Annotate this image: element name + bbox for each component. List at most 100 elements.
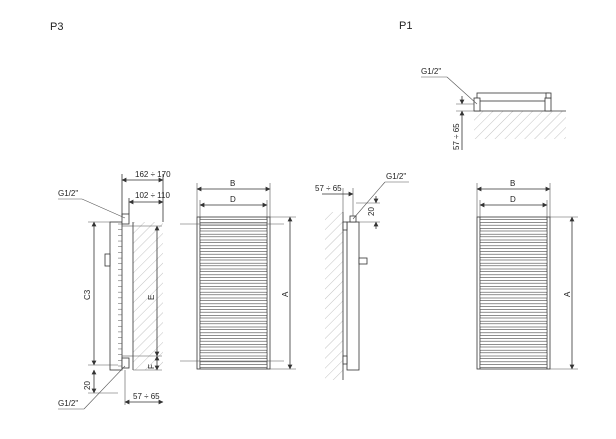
p1-dim-57-65: 57 ÷ 65 bbox=[452, 123, 461, 150]
front-left-tube bbox=[199, 317, 268, 322]
front-right-tube bbox=[479, 277, 548, 281]
front-right-tube bbox=[479, 271, 548, 276]
middle-dim-57-65: 57 ÷ 65 bbox=[315, 184, 342, 193]
front-left-tube bbox=[199, 311, 268, 316]
p3-g-top-label: G1/2" bbox=[58, 189, 78, 198]
front-right-tubes bbox=[479, 219, 548, 368]
front-left-tubes bbox=[199, 219, 268, 368]
middle-side-element bbox=[358, 257, 368, 265]
p3-side-element bbox=[104, 253, 111, 267]
middle-g-label: G1/2" bbox=[386, 172, 406, 181]
front-right-tube bbox=[479, 317, 548, 322]
front-left-dim-b: B bbox=[230, 179, 235, 188]
front-left-tube bbox=[199, 224, 268, 229]
p1-right-cap bbox=[545, 92, 552, 99]
p1-left-connection bbox=[473, 97, 481, 112]
front-left-tube bbox=[199, 253, 268, 258]
front-right-dim-a: A bbox=[563, 291, 572, 297]
front-right-tube bbox=[479, 300, 548, 305]
front-right-tube bbox=[479, 219, 548, 223]
front-left-tube bbox=[199, 364, 268, 368]
front-left-tube bbox=[199, 277, 268, 281]
front-right-tube bbox=[479, 224, 548, 229]
middle-top-bracket bbox=[342, 221, 348, 231]
p1-right-connection bbox=[544, 97, 552, 112]
front-left-tube bbox=[199, 282, 268, 287]
front-right-tube bbox=[479, 364, 548, 368]
p3-g-bottom-leader bbox=[83, 365, 126, 410]
front-right-tube bbox=[479, 236, 548, 241]
middle-side-view: 57 ÷ 65 G1/2" 20 bbox=[315, 172, 409, 380]
front-left-tube bbox=[199, 358, 268, 363]
p3-dim-20: 20 bbox=[83, 381, 92, 390]
front-left-tube bbox=[199, 294, 268, 299]
front-view-right: B D A bbox=[476, 179, 578, 370]
p3-g-bottom-label: G1/2" bbox=[58, 399, 78, 408]
front-left-tube bbox=[199, 265, 268, 270]
p3-radiator-profile bbox=[109, 221, 123, 371]
front-right-tube bbox=[479, 306, 548, 310]
front-right-tube bbox=[479, 294, 548, 299]
front-left-tube bbox=[199, 219, 268, 223]
p3-title: P3 bbox=[50, 21, 63, 33]
front-right-tube bbox=[479, 253, 548, 258]
p3-bottom-valve bbox=[121, 357, 130, 369]
front-right-tube bbox=[479, 335, 548, 339]
front-left-tube bbox=[199, 236, 268, 241]
p1-floor-hatch bbox=[474, 111, 566, 139]
front-right-dim-d: D bbox=[510, 195, 516, 204]
front-right-tube bbox=[479, 248, 548, 252]
front-left-tube bbox=[199, 340, 268, 345]
front-left-tube bbox=[199, 346, 268, 351]
p3-dim-102-110: 102 ÷ 110 bbox=[135, 191, 170, 200]
front-right-tube bbox=[479, 282, 548, 287]
front-right-tube bbox=[479, 340, 548, 345]
front-view-left: B D A bbox=[180, 179, 296, 370]
p1-title: P1 bbox=[399, 20, 412, 32]
front-right-tube bbox=[479, 358, 548, 363]
p1-view: P1 G1/2" 57 ÷ 65 bbox=[399, 20, 566, 150]
front-left-tube bbox=[199, 242, 268, 247]
front-right-dim-b: B bbox=[510, 179, 515, 188]
front-left-tube bbox=[199, 352, 268, 357]
front-right-tube bbox=[479, 230, 548, 235]
front-left-dim-d: D bbox=[230, 195, 236, 204]
front-left-tube bbox=[199, 300, 268, 305]
front-right-tube bbox=[479, 311, 548, 316]
p3-dim-f: F bbox=[147, 364, 156, 369]
front-left-tube bbox=[199, 335, 268, 339]
front-right-tube bbox=[479, 242, 548, 247]
p3-side-view: P3 162 ÷ 170 102 ÷ 110 G1/2" C3 E bbox=[50, 21, 171, 410]
middle-dim-20: 20 bbox=[367, 207, 376, 216]
front-right-tube bbox=[479, 323, 548, 328]
front-left-tube bbox=[199, 271, 268, 276]
front-right-tube bbox=[479, 346, 548, 351]
front-right-tube bbox=[479, 265, 548, 270]
front-left-tube bbox=[199, 230, 268, 235]
p3-top-valve bbox=[121, 213, 130, 225]
front-left-tube bbox=[199, 306, 268, 310]
front-left-tube bbox=[199, 288, 268, 293]
p3-dim-c3: C3 bbox=[83, 289, 92, 300]
middle-radiator-profile bbox=[346, 221, 360, 371]
front-right-tube bbox=[479, 329, 548, 334]
p1-g-leader bbox=[446, 76, 478, 105]
p3-dim-e: E bbox=[147, 295, 156, 300]
p3-g-top-leader bbox=[81, 198, 126, 219]
front-left-tube bbox=[199, 323, 268, 328]
front-left-dim-a: A bbox=[281, 291, 290, 297]
front-left-tube bbox=[199, 259, 268, 264]
front-right-tube bbox=[479, 259, 548, 264]
middle-bottom-bracket bbox=[342, 355, 348, 365]
p3-dim-162-170: 162 ÷ 170 bbox=[135, 170, 171, 179]
front-left-tube bbox=[199, 248, 268, 252]
p3-dim-57-65: 57 ÷ 65 bbox=[133, 392, 160, 401]
middle-wall-hatch bbox=[325, 212, 343, 380]
front-right-tube bbox=[479, 352, 548, 357]
p1-radiator-top bbox=[476, 92, 550, 102]
middle-g-leader bbox=[352, 181, 386, 220]
p1-g-label: G1/2" bbox=[421, 67, 441, 76]
front-right-tube bbox=[479, 288, 548, 293]
front-left-tube bbox=[199, 329, 268, 334]
